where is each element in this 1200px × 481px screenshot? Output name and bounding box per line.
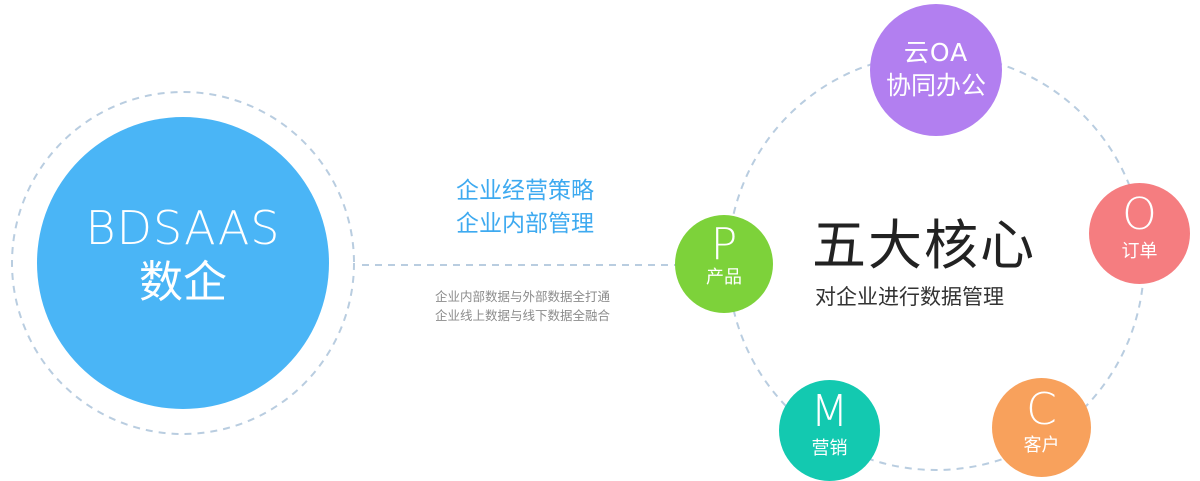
node-oa-line1: 云OA: [903, 38, 969, 67]
node-o-label: 订单: [1121, 241, 1158, 262]
node-m-label: 营销: [811, 438, 848, 459]
node-marketing: M 营销: [779, 380, 880, 481]
brand-outer-ring: [11, 91, 355, 435]
node-c-label: 客户: [1023, 435, 1060, 456]
node-m-letter: M: [810, 386, 849, 437]
node-o-letter: O: [1122, 189, 1157, 240]
core-subtitle: 对企业进行数据管理: [815, 285, 1004, 309]
brand-circle: BDSAAS 数企: [37, 117, 329, 409]
node-oa-line2: 协同办公: [885, 71, 986, 100]
node-order: O 订单: [1089, 183, 1190, 284]
strategy-line-1: 企业经营策略: [456, 178, 594, 204]
node-cloud-oa: 云OA 协同办公: [870, 4, 1002, 136]
brand-title: BDSAAS: [85, 201, 281, 255]
node-c-letter: C: [1026, 384, 1057, 435]
brand-subtitle: 数企: [139, 257, 227, 308]
node-p-label: 产品: [706, 267, 742, 288]
detail-line-2: 企业线上数据与线下数据全融合: [434, 308, 610, 323]
node-p-letter: P: [710, 219, 738, 270]
detail-line-1: 企业内部数据与外部数据全打通: [434, 289, 610, 304]
node-product: P 产品: [675, 215, 773, 313]
core-title: 五大核心: [812, 214, 1036, 277]
strategy-line-2: 企业内部管理: [456, 211, 594, 237]
node-customer: C 客户: [992, 378, 1091, 477]
